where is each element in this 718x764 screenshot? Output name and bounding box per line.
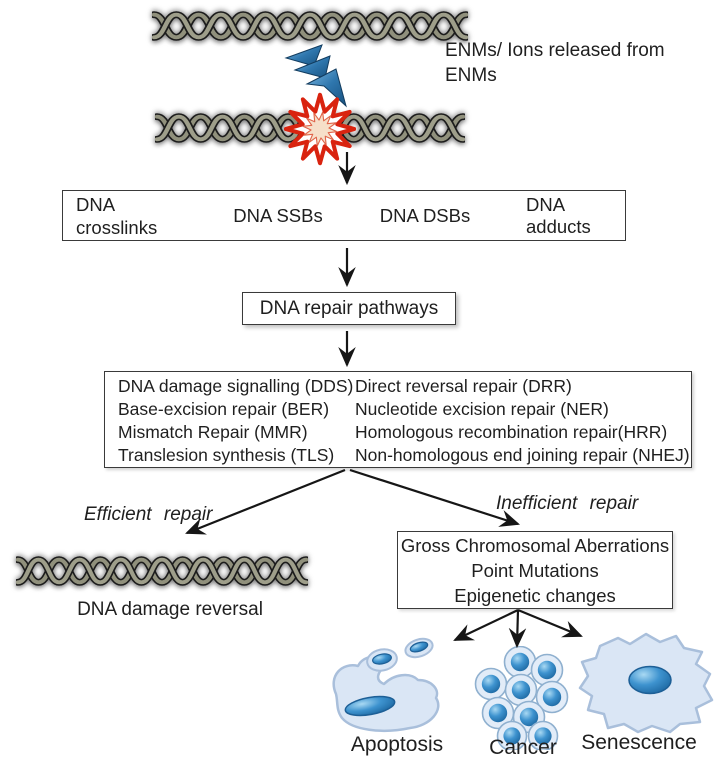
apoptosis-label: Apoptosis	[350, 733, 444, 756]
source-label: ENMs/ Ions released from ENMs	[445, 40, 665, 86]
arrow-to-cancer	[508, 609, 527, 649]
outcome-aberrations: Gross Chromosomal Aberrations	[400, 534, 670, 556]
senescence-label: Senescence	[581, 731, 697, 754]
arrow-to-apoptosis	[453, 609, 519, 641]
cancer-cell-cluster-icon	[474, 646, 569, 750]
senescent-cell-icon	[578, 632, 714, 734]
dna-helix-intact-top-icon	[152, 6, 468, 46]
repair-pathways-list-box: DNA damage signalling (DDS) Direct rever…	[104, 371, 692, 468]
efficient-repair-label: Efficient repair	[84, 504, 213, 525]
repair-pathways-title-box: DNA repair pathways	[242, 292, 456, 325]
lightning-bolt-icon	[284, 44, 347, 108]
dna-damage-burst-icon	[284, 92, 356, 166]
pathway-tls: Translesion synthesis (TLS)	[118, 445, 335, 465]
damage-types-box: DNA crosslinks DNA SSBs DNA DSBs DNA add…	[62, 190, 626, 241]
cancer-label: Cancer	[489, 736, 557, 759]
arrow-to-senescence	[517, 608, 583, 638]
genomic-outcomes-box: Gross Chromosomal Aberrations Point Muta…	[397, 531, 673, 609]
dna-damage-reversal-label: DNA damage reversal	[77, 599, 263, 620]
damage-type-ssbs: DNA SSBs	[233, 204, 323, 226]
dna-helix-repaired-icon	[16, 551, 308, 591]
damage-type-dsbs: DNA DSBs	[379, 204, 471, 226]
pathway-ber: Base-excision repair (BER)	[118, 399, 330, 419]
damage-type-crosslinks: DNA crosslinks	[76, 194, 158, 238]
arrow-inefficient-branch	[349, 468, 520, 527]
repair-pathways-title: DNA repair pathways	[259, 297, 439, 319]
outcome-point-mutations: Point Mutations	[471, 559, 599, 581]
outcome-epigenetic: Epigenetic changes	[454, 584, 616, 606]
inefficient-repair-label: Inefficient repair	[496, 493, 639, 514]
pathway-hrr: Homologous recombination repair(HRR)	[355, 422, 668, 442]
pathway-drr: Direct reversal repair (DRR)	[355, 376, 572, 396]
pathway-nhej: Non-homologous end joining repair (NHEJ)	[355, 445, 690, 465]
pathway-ner: Nucleotide excision repair (NER)	[355, 399, 609, 419]
damage-type-adducts: DNA adducts	[526, 193, 591, 237]
pathway-mmr: Mismatch Repair (MMR)	[118, 422, 308, 442]
pathway-dds: DNA damage signalling (DDS)	[118, 376, 354, 396]
apoptotic-cell-icon	[332, 637, 440, 732]
